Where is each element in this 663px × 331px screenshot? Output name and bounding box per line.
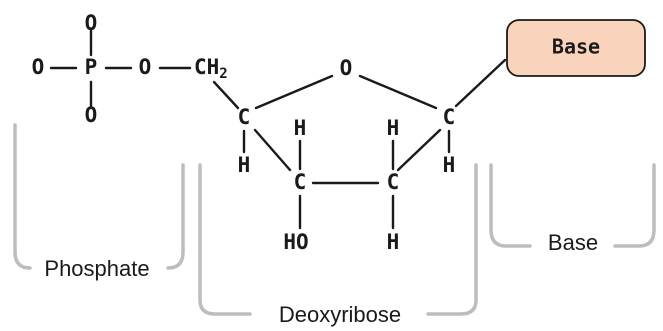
base-box: Base (506, 19, 646, 77)
atom-c2-h-top: H (387, 116, 400, 140)
region-brackets (13, 123, 656, 316)
atom-ch2: CH2 (194, 55, 228, 82)
base-bracket-right (613, 163, 656, 248)
atom-c4: C (238, 105, 251, 129)
bonds (49, 29, 507, 230)
atom-o-right: O (139, 55, 152, 79)
deoxyribose-bracket-right (426, 163, 478, 316)
ch2-subscript: 2 (219, 66, 227, 82)
atom-c3: C (294, 170, 307, 194)
bond-c1-base (454, 58, 507, 108)
bond-ch2-c4 (212, 80, 240, 110)
atom-c2: C (387, 170, 400, 194)
atom-c4-h: H (238, 153, 251, 177)
atom-c1: C (443, 105, 456, 129)
base-box-rect (506, 19, 646, 77)
bond-c4-ring-o (254, 74, 334, 110)
atom-p: P (85, 55, 98, 79)
atoms: O O P O O CH2 O C H H C HO H C H C H (32, 11, 456, 254)
atom-o-left: O (32, 55, 45, 79)
region-label-deoxyribose: Deoxyribose (279, 302, 401, 327)
ch2-text: CH (194, 55, 219, 79)
atom-c3-oh: HO (283, 230, 308, 254)
bond-c2-c1 (396, 128, 442, 172)
base-bracket-left (489, 163, 532, 248)
deoxyribose-bracket-left (198, 163, 252, 316)
region-label-base: Base (548, 230, 598, 255)
phosphate-bracket-right (166, 163, 185, 270)
atom-o-top: O (85, 11, 98, 35)
region-labels: Phosphate Deoxyribose Base (44, 230, 598, 327)
atom-o-bottom: O (85, 103, 98, 127)
base-box-label: Base (552, 35, 600, 59)
region-label-phosphate: Phosphate (44, 256, 149, 281)
atom-c3-h: H (294, 116, 307, 140)
bond-c4-c3 (253, 128, 292, 172)
atom-c1-h: H (443, 153, 456, 177)
phosphate-bracket-left (13, 123, 32, 270)
atom-ring-o: O (340, 56, 353, 80)
bond-ring-o-c1 (358, 74, 438, 110)
atom-c2-h-bottom: H (387, 230, 400, 254)
